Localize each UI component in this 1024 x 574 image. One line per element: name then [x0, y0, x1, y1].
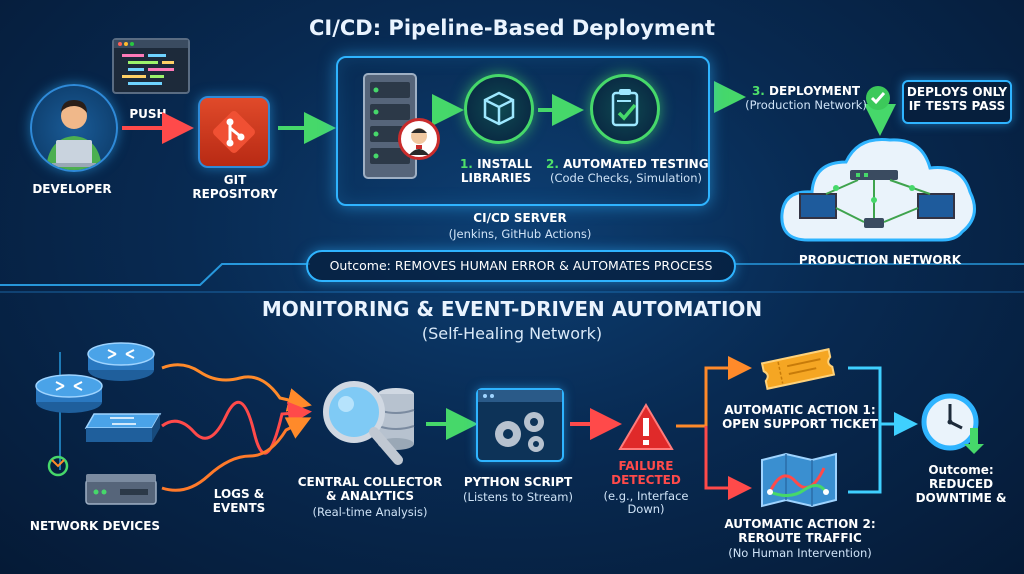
action1-label: AUTOMATIC ACTION 1: OPEN SUPPORT TICKET [720, 403, 880, 432]
collector-line1: CENTRAL COLLECTOR [297, 475, 443, 489]
switch-icon [84, 410, 162, 446]
step1-line2: LIBRARIES [460, 170, 532, 185]
clock-icon [920, 392, 986, 456]
git-label: GIT REPOSITORY [190, 173, 280, 202]
code-editor-icon [112, 38, 190, 94]
step3-title: DEPLOYMENT [769, 84, 861, 98]
map-route-icon [760, 452, 838, 508]
action1-to-outcome-arrow [848, 366, 918, 436]
monitoring-outcome: Outcome: REDUCED DOWNTIME & [906, 463, 1016, 505]
warning-icon [618, 402, 674, 452]
action2-line2: REROUTE TRAFFIC [738, 530, 862, 545]
devices-label: NETWORK DEVICES [29, 519, 161, 533]
cicd-title: CI/CD: Pipeline-Based Deployment [308, 16, 715, 40]
router-icon [86, 340, 156, 382]
developer-icon [30, 84, 118, 172]
checkmark-icon [866, 86, 890, 110]
outcome-line2: REDUCED [928, 476, 994, 491]
step2-sub: (Code Checks, Simulation) [549, 170, 702, 185]
magnifier-icon [314, 372, 422, 468]
step2-number: 2. [546, 157, 559, 171]
log-stream-1 [161, 363, 312, 412]
cicd-outcome-pill: Outcome: REMOVES HUMAN ERROR & AUTOMATES… [306, 250, 736, 282]
jenkins-icon [398, 118, 440, 160]
step3-sub: (Production Network) [745, 97, 867, 112]
collector-sub: (Real-time Analysis) [312, 505, 428, 519]
server-device-icon [84, 472, 158, 508]
step3-number: 3. [751, 84, 765, 98]
logs-line1: LOGS & [213, 487, 265, 501]
step2-line1: AUTOMATED TESTING [563, 157, 709, 171]
collector-line2: & ANALYTICS [325, 488, 415, 503]
step1-number: 1. [459, 157, 473, 171]
failure-sub1: (e.g., Interface [603, 489, 689, 503]
cloud-icon [778, 128, 980, 246]
ticket-icon [758, 346, 838, 392]
step3-label: 3. DEPLOYMENT (Production Network) [742, 84, 870, 112]
git-label-line1: GIT [223, 173, 247, 187]
action2-line1: AUTOMATIC ACTION 2: [724, 517, 876, 531]
callout-line2: IF TESTS PASS [908, 98, 1006, 113]
action2-label: AUTOMATIC ACTION 2: REROUTE TRAFFIC [718, 517, 882, 546]
step2-label: 2. AUTOMATED TESTING (Code Checks, Simul… [546, 157, 709, 185]
log-stream-2 [161, 400, 312, 455]
monitoring-title: MONITORING & EVENT-DRIVEN AUTOMATION [261, 297, 763, 321]
sync-icon [44, 452, 72, 480]
developer-label: DEVELOPER [32, 182, 112, 196]
monitoring-subtitle: (Self-Healing Network) [421, 324, 603, 343]
deploys-only-callout: DEPLOYS ONLY IF TESTS PASS [902, 80, 1012, 124]
step1-line1: INSTALL [477, 157, 533, 171]
git-icon [198, 96, 270, 168]
server-sub: (Jenkins, GitHub Actions) [448, 227, 592, 241]
package-icon [464, 74, 534, 144]
failure-sub2: Down) [627, 502, 665, 517]
action1-line1: AUTOMATIC ACTION 1: [724, 403, 876, 417]
logs-label: LOGS & EVENTS [204, 487, 274, 516]
outcome-line3: DOWNTIME & [915, 490, 1007, 505]
failure-line1: FAILURE [618, 459, 674, 473]
cicd-outcome-text: Outcome: REMOVES HUMAN ERROR & AUTOMATES… [329, 258, 713, 273]
script-label: PYTHON SCRIPT [463, 475, 573, 489]
gears-icon [476, 388, 564, 462]
branch-action2-arrow [704, 426, 752, 500]
branch-action1-arrow [676, 356, 752, 428]
collector-label: CENTRAL COLLECTOR & ANALYTICS [290, 475, 450, 504]
logs-line2: EVENTS [212, 500, 266, 515]
cicd-server-panel [336, 56, 710, 206]
failure-sub: (e.g., Interface Down) [596, 489, 696, 517]
clipboard-check-icon [590, 74, 660, 144]
router-icon [34, 372, 104, 414]
git-label-line2: REPOSITORY [192, 186, 278, 201]
action2-to-outcome-arrow [848, 424, 882, 494]
script-sub: (Listens to Stream) [463, 490, 573, 504]
prod-network-label: PRODUCTION NETWORK [798, 253, 962, 267]
callout-line1: DEPLOYS ONLY [906, 85, 1008, 99]
step1-label: 1. INSTALL LIBRARIES [456, 157, 536, 186]
log-stream-3 [161, 417, 312, 492]
failure-line2: DETECTED [611, 472, 681, 487]
push-label: PUSH [129, 107, 167, 121]
outcome-line1: Outcome: [928, 463, 994, 477]
action1-line2: OPEN SUPPORT TICKET [722, 416, 878, 431]
action2-sub: (No Human Intervention) [728, 546, 872, 560]
server-label: CI/CD SERVER [473, 211, 567, 225]
failure-label: FAILURE DETECTED [596, 459, 696, 488]
